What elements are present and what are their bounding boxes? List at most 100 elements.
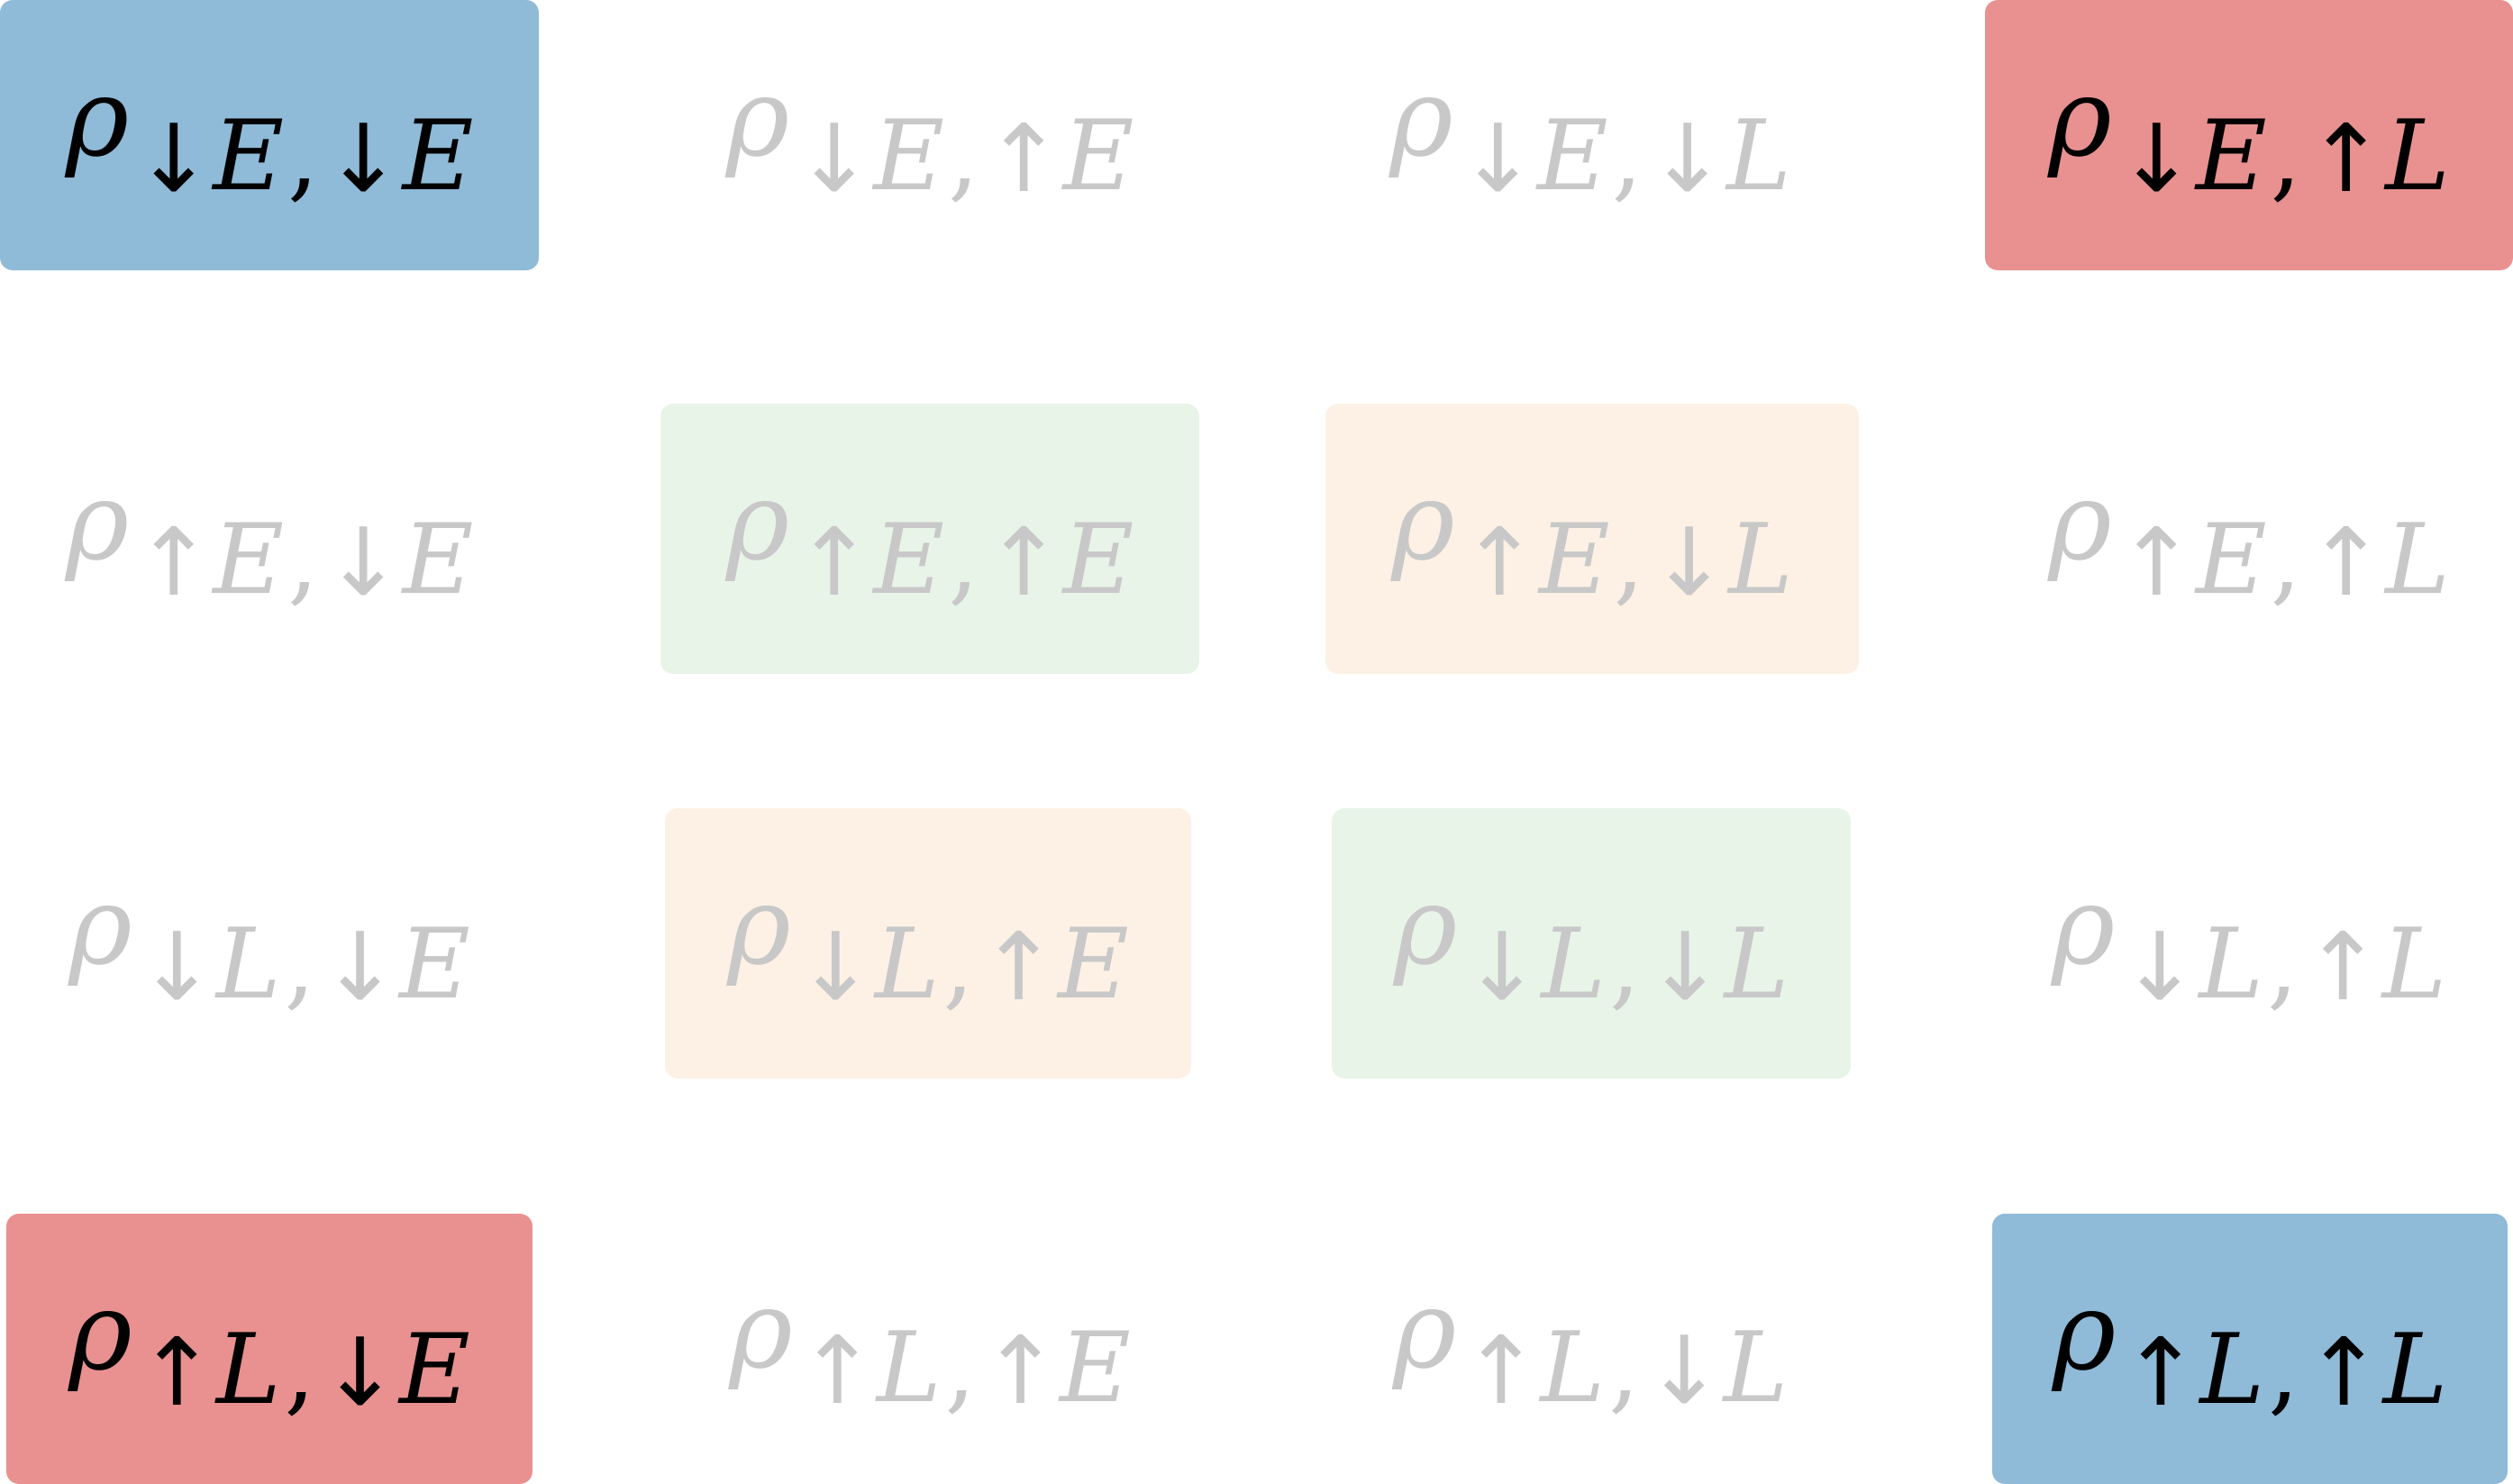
- row-state-label: L: [2199, 1314, 2265, 1426]
- column-state-label: E: [1062, 100, 1134, 213]
- subscript: ↓L,↑L: [2120, 908, 2446, 1022]
- column-state-label: E: [399, 908, 470, 1021]
- down-arrow-icon: ↓: [1458, 104, 1537, 214]
- down-arrow-icon: ↓: [1645, 912, 1725, 1022]
- down-arrow-icon: ↓: [2120, 912, 2199, 1022]
- rho-symbol: ρ: [1392, 1268, 1457, 1393]
- row-state-label: E: [1536, 100, 1608, 213]
- row-state-label: E: [2195, 504, 2267, 616]
- subscript-separator: ,: [284, 908, 315, 1021]
- rho-symbol: ρ: [725, 56, 790, 181]
- subscript: ↓E,↑E: [795, 100, 1134, 214]
- subscript-separator: ,: [1613, 504, 1644, 616]
- up-arrow-icon: ↑: [2303, 912, 2382, 1022]
- column-state-label: L: [1728, 504, 1793, 616]
- matrix-cell-3-1: ρ↑L,↑E: [660, 1212, 1199, 1482]
- column-state-label: L: [2385, 504, 2450, 616]
- column-state-label: E: [402, 504, 474, 616]
- rho-symbol: ρ: [68, 864, 132, 989]
- subscript-separator: ,: [287, 504, 319, 616]
- down-arrow-icon: ↓: [1644, 1316, 1724, 1425]
- matrix-element-label: ρ↑L,↑E: [729, 1277, 1131, 1425]
- rho-symbol: ρ: [68, 1270, 132, 1395]
- row-state-label: L: [1540, 1312, 1606, 1425]
- rho-symbol: ρ: [1389, 56, 1453, 181]
- subscript: ↑E,↓L: [1461, 504, 1793, 616]
- matrix-cell-3-2: ρ↑L,↓L: [1325, 1212, 1856, 1482]
- up-arrow-icon: ↑: [2307, 507, 2386, 617]
- subscript: ↑E,↑L: [2117, 504, 2450, 617]
- column-state-label: E: [1062, 504, 1134, 616]
- row-state-label: L: [1541, 908, 1607, 1021]
- down-arrow-icon: ↓: [134, 104, 214, 214]
- up-arrow-icon: ↑: [1461, 1316, 1541, 1425]
- up-arrow-icon: ↑: [984, 507, 1063, 617]
- up-arrow-icon: ↑: [979, 912, 1059, 1022]
- matrix-cell-0-3: ρ↓E,↑L: [1985, 0, 2513, 270]
- matrix-cell-1-3: ρ↑E,↑L: [1985, 404, 2513, 674]
- row-state-label: E: [2195, 100, 2267, 213]
- up-arrow-icon: ↑: [797, 1316, 877, 1425]
- rho-symbol: ρ: [1391, 460, 1455, 585]
- up-arrow-icon: ↑: [984, 104, 1063, 214]
- rho-symbol: ρ: [727, 864, 791, 989]
- subscript: ↓E,↓E: [134, 100, 474, 214]
- up-arrow-icon: ↑: [2304, 1317, 2383, 1427]
- up-arrow-icon: ↑: [2307, 104, 2386, 214]
- matrix-element-label: ρ↑E,↑E: [726, 469, 1134, 617]
- down-arrow-icon: ↓: [795, 104, 874, 214]
- row-state-label: E: [1538, 504, 1610, 616]
- column-state-label: L: [2385, 100, 2450, 213]
- matrix-cell-1-2: ρ↑E,↓L: [1325, 404, 1859, 674]
- matrix-element-label: ρ↑L,↑L: [2052, 1270, 2448, 1427]
- subscript: ↑L,↑E: [797, 1312, 1131, 1425]
- down-arrow-icon: ↓: [320, 1317, 400, 1427]
- rho-symbol: ρ: [2051, 864, 2116, 989]
- subscript: ↑E,↑E: [795, 504, 1134, 617]
- down-arrow-icon: ↓: [323, 507, 403, 617]
- subscript-separator: ,: [2270, 100, 2301, 213]
- matrix-cell-0-1: ρ↓E,↑E: [660, 0, 1199, 270]
- subscript-separator: ,: [948, 100, 979, 213]
- up-arrow-icon: ↑: [137, 1317, 216, 1427]
- rho-symbol: ρ: [65, 56, 130, 181]
- matrix-element-label: ρ↑L,↓E: [68, 1270, 470, 1427]
- matrix-element-label: ρ↓L,↑L: [2051, 864, 2447, 1022]
- matrix-element-label: ρ↓L,↓L: [1394, 873, 1789, 1022]
- rho-symbol: ρ: [2052, 1270, 2117, 1395]
- column-state-label: E: [399, 1314, 470, 1426]
- matrix-element-label: ρ↓L,↑E: [727, 864, 1129, 1022]
- down-arrow-icon: ↓: [1648, 104, 1727, 214]
- row-state-label: L: [2199, 908, 2264, 1021]
- row-state-label: L: [215, 1314, 281, 1426]
- subscript-separator: ,: [942, 908, 974, 1021]
- rho-symbol: ρ: [2048, 460, 2112, 585]
- matrix-cell-2-0: ρ↓L,↓E: [0, 808, 539, 1079]
- subscript-separator: ,: [948, 504, 979, 616]
- down-arrow-icon: ↓: [2117, 104, 2196, 214]
- matrix-cell-3-3: ρ↑L,↑L: [1992, 1214, 2508, 1484]
- subscript: ↓E,↑L: [2117, 100, 2450, 214]
- down-arrow-icon: ↓: [320, 912, 400, 1022]
- up-arrow-icon: ↑: [2121, 1317, 2200, 1427]
- matrix-element-label: ρ↓E,↓E: [65, 56, 474, 214]
- subscript: ↑E,↓E: [134, 504, 474, 617]
- matrix-element-label: ρ↓E,↓L: [1389, 56, 1791, 214]
- subscript-separator: ,: [284, 1314, 315, 1426]
- row-state-label: L: [874, 908, 940, 1021]
- rho-symbol: ρ: [2048, 56, 2112, 181]
- matrix-cell-0-0: ρ↓E,↓E: [0, 0, 539, 270]
- matrix-cell-1-1: ρ↑E,↑E: [660, 404, 1199, 674]
- matrix-cell-2-2: ρ↓L,↓L: [1332, 808, 1851, 1079]
- down-arrow-icon: ↓: [1462, 912, 1542, 1022]
- subscript-separator: ,: [2270, 504, 2301, 616]
- column-state-label: L: [1723, 1312, 1789, 1425]
- column-state-label: E: [402, 100, 474, 213]
- row-state-label: E: [873, 504, 945, 616]
- matrix-element-label: ρ↑E,↓L: [1391, 460, 1793, 616]
- subscript-separator: ,: [944, 1312, 976, 1425]
- matrix-cell-1-0: ρ↑E,↓E: [0, 404, 539, 674]
- column-state-label: L: [1726, 100, 1791, 213]
- matrix-element-label: ρ↓L,↓E: [68, 864, 470, 1022]
- row-state-label: L: [876, 1312, 942, 1425]
